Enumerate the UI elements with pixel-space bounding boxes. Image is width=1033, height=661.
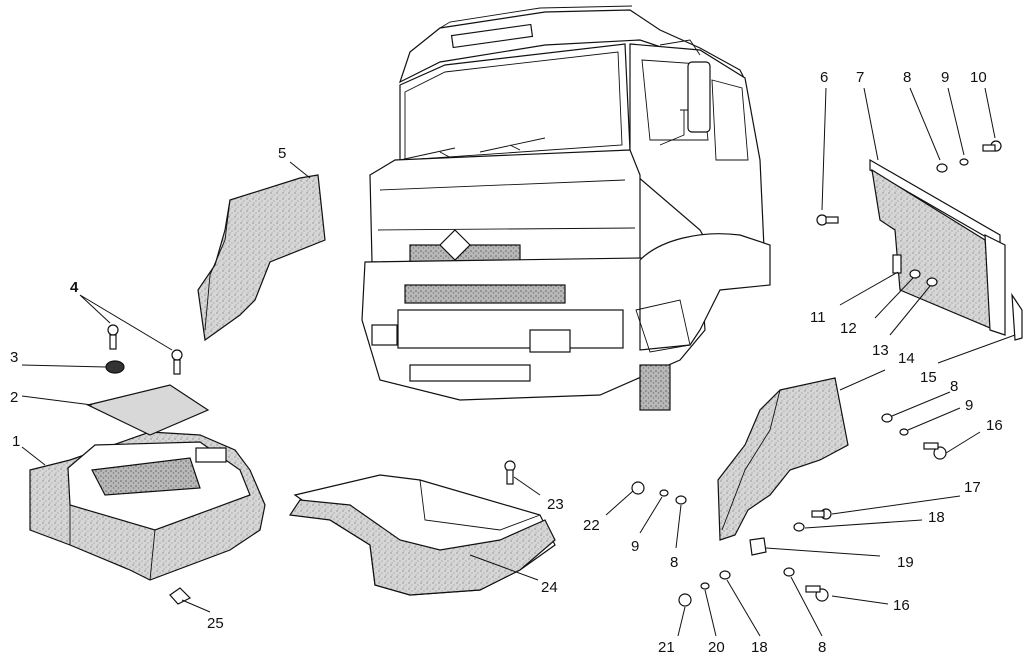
label-25: 25 [207, 615, 224, 632]
part-25-clip [169, 587, 192, 605]
part-1-housing [29, 431, 266, 581]
label-15: 15 [920, 369, 937, 386]
label-17: 17 [964, 479, 981, 496]
label-4: 4 [70, 279, 79, 296]
label-16-mid: 16 [986, 417, 1003, 434]
label-18-low: 18 [751, 639, 768, 656]
label-20: 20 [708, 639, 725, 656]
label-16-low: 16 [893, 597, 910, 614]
label-11: 11 [810, 309, 826, 326]
truck-cab-illustration [361, 5, 771, 411]
label-18-mid: 18 [928, 509, 945, 526]
label-9-lower-mid: 9 [631, 538, 639, 555]
part-3-nut [105, 360, 125, 374]
label-5: 5 [278, 145, 286, 162]
label-1: 1 [12, 433, 20, 450]
part-5-mudflap-left [197, 174, 326, 342]
label-3: 3 [10, 349, 18, 366]
label-12: 12 [840, 320, 857, 337]
label-8-mid: 8 [950, 378, 958, 395]
label-19: 19 [897, 554, 914, 571]
label-21: 21 [658, 639, 675, 656]
label-10: 10 [970, 69, 987, 86]
label-13: 13 [872, 342, 889, 359]
label-23: 23 [547, 496, 564, 513]
label-8-low: 8 [818, 639, 826, 656]
label-14: 14 [898, 350, 915, 367]
part-24-cover [288, 474, 556, 596]
leader-lines [21, 87, 1016, 637]
label-8-lower-mid: 8 [670, 554, 678, 571]
label-6: 6 [820, 69, 828, 86]
label-8-top: 8 [903, 69, 911, 86]
label-9-mid: 9 [965, 397, 973, 414]
label-22: 22 [583, 517, 600, 534]
part-4-screws [107, 324, 183, 375]
part-number-labels: 1 2 3 4 5 6 7 8 9 10 11 12 13 14 15 8 9 … [10, 69, 1003, 656]
label-2: 2 [10, 389, 18, 406]
fasteners [504, 140, 1023, 607]
label-7: 7 [856, 69, 864, 86]
label-24: 24 [541, 579, 558, 596]
part-14-mudflap-right [717, 377, 849, 541]
label-9-top: 9 [941, 69, 949, 86]
part-2-plate [86, 384, 210, 436]
part-7-mudflap-bracket [869, 158, 1006, 336]
